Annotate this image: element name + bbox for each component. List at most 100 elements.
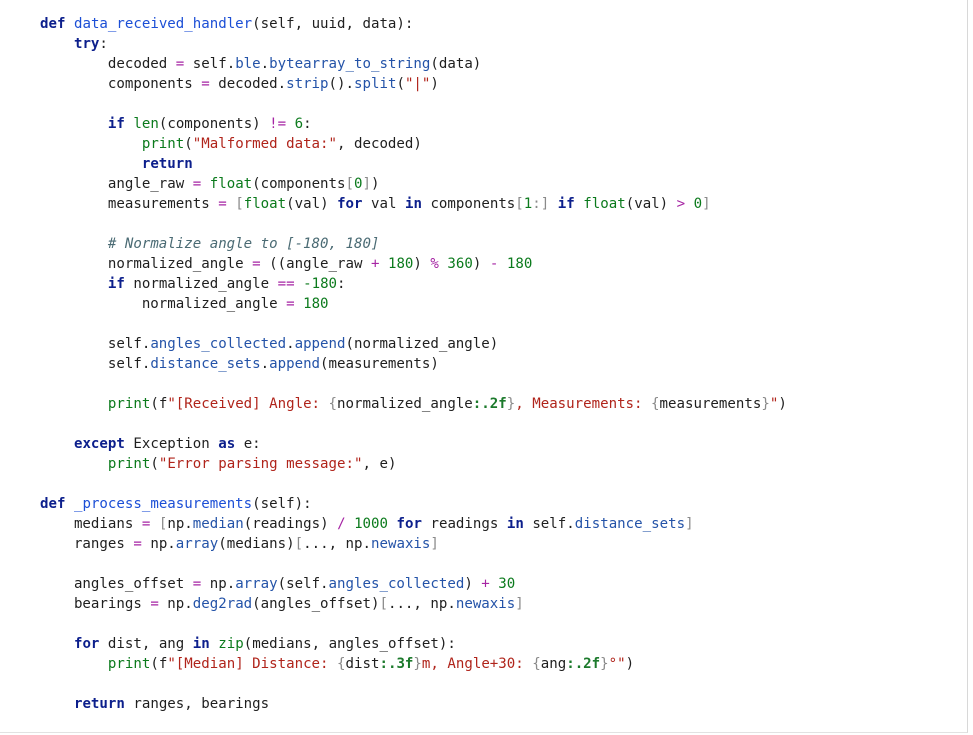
code-line: print(f"[Received] Angle: {normalized_an… (40, 394, 787, 414)
code-token: = (141, 516, 151, 532)
code-token: - (489, 256, 499, 272)
code-token: ] (540, 196, 550, 212)
code-token (40, 36, 74, 52)
code-token: , e) (362, 456, 397, 472)
code-token: ) (430, 76, 439, 92)
code-token (40, 156, 142, 172)
code-token: measurements (659, 396, 762, 412)
code-token (40, 636, 74, 652)
code-token: try (73, 36, 100, 52)
code-token: °" (608, 656, 626, 672)
code-line: self.angles_collected.append(normalized_… (40, 334, 787, 354)
code-token (295, 296, 304, 312)
code-token: (medians, angles_offset): (243, 636, 456, 652)
code-line (40, 674, 787, 694)
code-token: (self): (252, 496, 312, 512)
code-token (379, 256, 388, 272)
code-token: ..., np. (303, 536, 371, 552)
code-token: print (107, 396, 151, 412)
code-line: decoded = self.ble.bytearray_to_string(d… (40, 54, 787, 74)
code-token: np. (167, 516, 193, 532)
code-token (40, 116, 108, 132)
code-token: components (421, 196, 516, 212)
code-line: for dist, ang in zip(medians, angles_off… (40, 634, 787, 654)
code-token: = (286, 296, 295, 312)
code-token: ranges, bearings (124, 696, 270, 712)
code-token (286, 116, 295, 132)
code-token: newaxis (371, 536, 431, 552)
code-token: if (557, 196, 575, 212)
code-token (388, 516, 397, 532)
code-token: normalized_angle (337, 396, 473, 412)
code-token: = (175, 56, 185, 72)
code-line (40, 314, 787, 334)
code-token: if (107, 276, 125, 292)
code-line (40, 214, 787, 234)
code-token: == (277, 276, 295, 292)
code-token: . (260, 56, 270, 72)
code-line: components = decoded.strip().split("|") (40, 74, 787, 94)
code-line: def _process_measurements(self): (40, 494, 787, 514)
code-token: in (404, 196, 422, 212)
code-token: : (337, 276, 346, 292)
code-token: in (192, 636, 210, 652)
code-line: print(f"[Median] Distance: {dist:.3f}m, … (40, 654, 787, 674)
code-line: angles_offset = np.array(self.angles_col… (40, 574, 787, 594)
code-token: (data) (430, 56, 482, 72)
code-token: return (141, 156, 193, 172)
code-token: decoded. (209, 76, 287, 92)
code-token: (readings) (243, 516, 338, 532)
code-token: 30 (498, 576, 516, 592)
code-token: medians (40, 516, 142, 532)
code-token: zip (218, 636, 244, 652)
code-token: return (73, 696, 125, 712)
code-token: (self. (277, 576, 329, 592)
code-token: { (532, 656, 541, 672)
code-token: angles_collected (328, 576, 465, 592)
code-token: ( (150, 456, 159, 472)
code-token: (medians) (218, 536, 295, 552)
code-token (40, 456, 108, 472)
code-line (40, 474, 787, 494)
code-token: , decoded) (337, 136, 422, 152)
code-token: 1 (523, 196, 533, 212)
code-token: (self, uuid, data): (252, 16, 414, 32)
code-token: ) (778, 396, 787, 412)
code-token: normalized_angle (40, 256, 253, 272)
code-token: (normalized_angle) (345, 336, 499, 352)
code-token (150, 516, 159, 532)
code-token: -180 (303, 276, 338, 292)
code-token: [ (345, 176, 355, 192)
code-token: ) (371, 176, 380, 192)
code-token (346, 516, 355, 532)
code-token: } (600, 656, 609, 672)
code-token: :.3f (379, 656, 414, 672)
code-token: " (769, 396, 779, 412)
code-token: (measurements) (320, 356, 439, 372)
code-token: ] (685, 516, 694, 532)
code-token: print (141, 136, 185, 152)
code-token: / (337, 516, 346, 532)
code-token: e: (235, 436, 261, 452)
code-token: measurements (40, 196, 219, 212)
code-token: = (192, 576, 202, 592)
code-token: } (506, 396, 516, 412)
code-line: except Exception as e: (40, 434, 787, 454)
code-token (685, 196, 694, 212)
code-token (227, 196, 236, 212)
code-token: + (481, 576, 490, 592)
code-block[interactable]: def data_received_handler(self, uuid, da… (40, 14, 787, 714)
code-token: except (73, 436, 125, 452)
code-token: append (294, 336, 346, 352)
code-token: ] (430, 536, 439, 552)
code-token: array (235, 576, 278, 592)
code-token: = (201, 76, 210, 92)
code-token: (f (150, 656, 168, 672)
code-token: len (133, 116, 159, 132)
code-token (210, 636, 219, 652)
code-token: "Malformed data:" (192, 136, 338, 152)
code-token: : (99, 36, 108, 52)
code-line: measurements = [float(val) for val in co… (40, 194, 787, 214)
code-token: = (150, 596, 159, 612)
